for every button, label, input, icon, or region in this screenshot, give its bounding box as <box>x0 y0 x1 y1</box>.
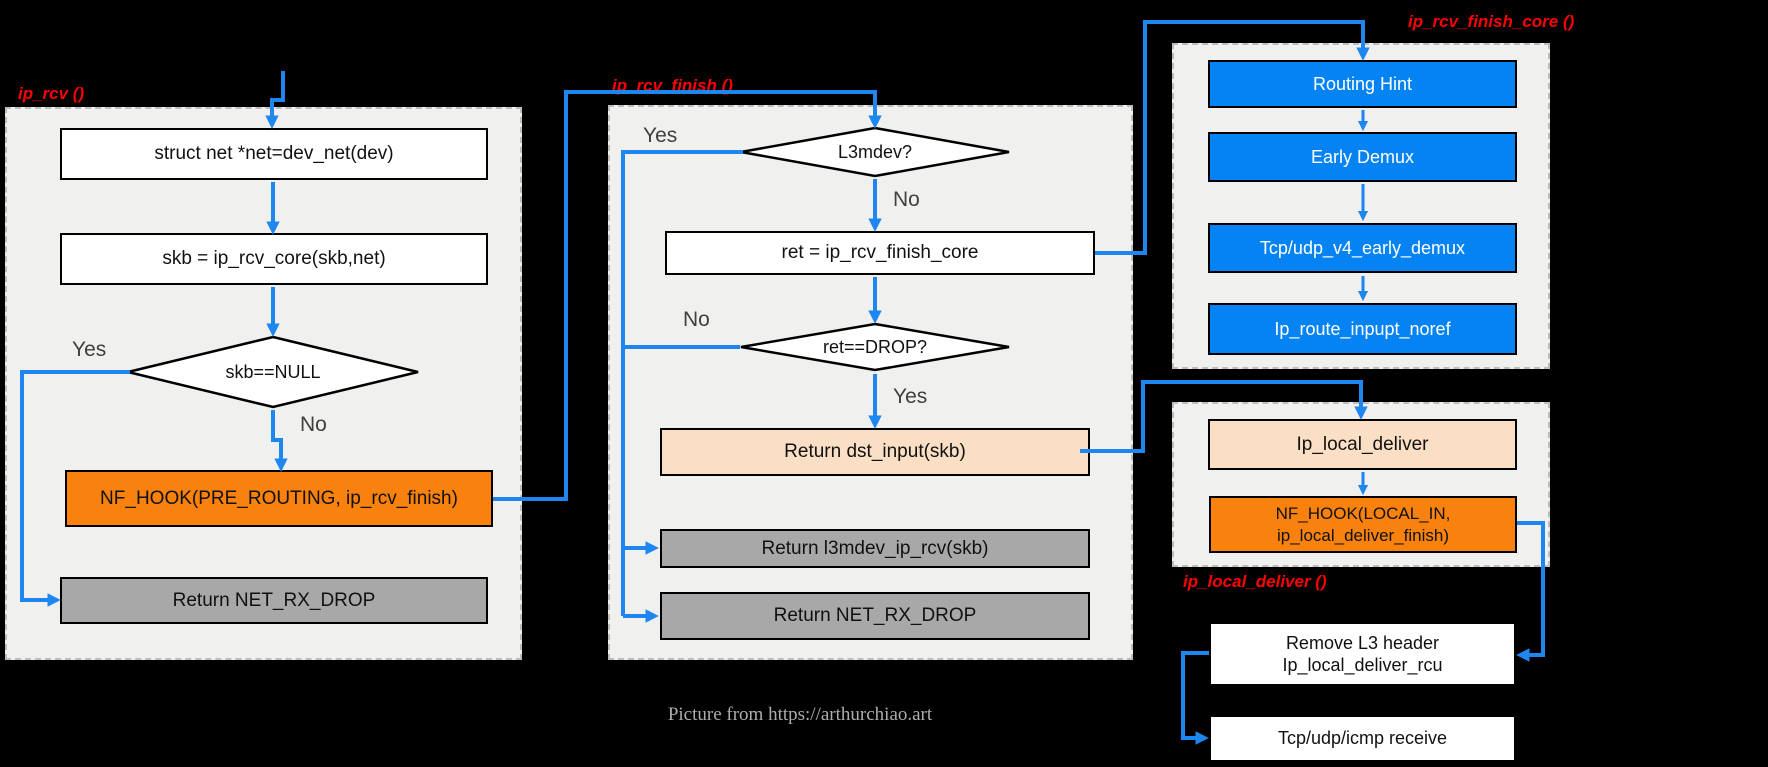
node-routing-hint: Routing Hint <box>1208 60 1517 108</box>
node-remove-l3-header: Remove L3 header Ip_local_deliver_rcu <box>1209 622 1516 686</box>
footer-credit: Picture from https://arthurchiao.art <box>667 704 933 725</box>
node-tcp-udp-icmp-receive: Tcp/udp/icmp receive <box>1209 715 1516 762</box>
node-tcp-udp-early-demux: Tcp/udp_v4_early_demux <box>1208 223 1517 273</box>
node-dst-input: Return dst_input(skb) <box>660 428 1090 476</box>
label-ip-rcv: ip_rcv () <box>18 84 85 103</box>
node-nf-hook-local-in: NF_HOOK(LOCAL_IN, ip_local_deliver_finis… <box>1209 496 1517 553</box>
label-no-ret-drop: No <box>683 308 710 331</box>
diamond-skb-null: skb==NULL <box>125 334 421 410</box>
label-ip-rcv-finish-core: ip_rcv_finish_core () <box>1408 12 1575 31</box>
panel-ip-rcv-finish <box>608 105 1133 660</box>
node-net-box: struct net *net=dev_net(dev) <box>60 128 488 180</box>
node-ip-route-input-noref: Ip_route_inpupt_noref <box>1208 303 1517 355</box>
node-ip-local-deliver: Ip_local_deliver <box>1208 419 1517 470</box>
label-yes-ret-drop: Yes <box>893 385 928 408</box>
label-no-skb-null: No <box>300 413 327 436</box>
node-l3mdev-rcv: Return l3mdev_ip_rcv(skb) <box>660 529 1090 568</box>
node-net-rx-drop-mid: Return NET_RX_DROP <box>660 592 1090 640</box>
node-early-demux: Early Demux <box>1208 132 1517 182</box>
node-rcv-core-box: skb = ip_rcv_core(skb,net) <box>60 233 488 285</box>
node-ret-finish-core: ret = ip_rcv_finish_core <box>665 231 1095 275</box>
diamond-l3mdev: L3mdev? <box>738 126 1012 178</box>
label-ip-rcv-finish: ip_rcv_finish () <box>612 76 733 95</box>
diamond-ret-drop: ret==DROP? <box>738 322 1012 372</box>
label-yes-l3mdev: Yes <box>643 124 678 147</box>
diamond-shape <box>127 335 419 409</box>
label-ip-local-deliver: ip_local_deliver () <box>1183 572 1327 591</box>
node-net-rx-drop-left: Return NET_RX_DROP <box>60 577 488 624</box>
node-nf-hook-prerouting: NF_HOOK(PRE_ROUTING, ip_rcv_finish) <box>65 470 493 527</box>
label-yes-skb-null: Yes <box>72 338 107 361</box>
label-no-l3mdev: No <box>893 188 920 211</box>
